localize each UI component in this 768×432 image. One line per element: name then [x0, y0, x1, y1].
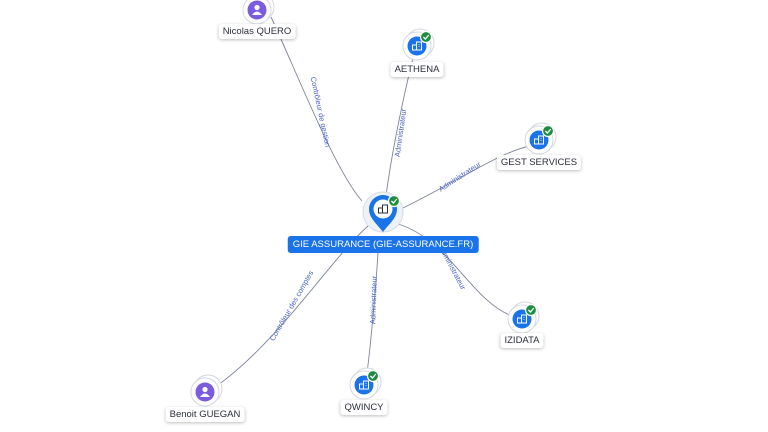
verified-check-icon	[419, 30, 433, 44]
company-icon	[412, 41, 422, 51]
node-aethena[interactable]	[402, 28, 435, 61]
company-icon	[517, 314, 527, 324]
center-node[interactable]	[362, 191, 404, 233]
person-icon	[200, 386, 210, 397]
verified-check-icon	[541, 124, 555, 138]
edge-label-aethena: Administrateur	[393, 108, 409, 158]
node-label-qwincy[interactable]: QWINCY	[340, 400, 388, 415]
node-label-gest[interactable]: GEST SERVICES	[496, 155, 582, 170]
verified-check-icon	[524, 303, 538, 317]
edge-nicolas	[270, 16, 363, 202]
edge-izidata	[397, 223, 513, 317]
edge-qwincy	[366, 252, 379, 374]
verified-check-icon	[366, 369, 380, 383]
node-qwincy[interactable]	[349, 367, 382, 400]
verified-check-icon	[387, 194, 401, 208]
edge-label-gest: Administrateur	[437, 159, 483, 193]
company-icon	[359, 380, 369, 390]
edge-label-qwincy: Administrateur	[368, 275, 379, 324]
company-icon	[378, 204, 388, 214]
person-icon	[252, 4, 262, 15]
node-label-benoit[interactable]: Benoit GUEGAN	[165, 407, 245, 422]
company-icon	[534, 135, 544, 145]
node-gest[interactable]	[524, 122, 557, 155]
edge-gest	[400, 145, 531, 210]
node-izidata[interactable]	[507, 301, 540, 334]
node-label-nicolas[interactable]: Nicolas QUERO	[218, 24, 296, 39]
node-benoit[interactable]	[190, 374, 223, 407]
edge-label-nicolas: Contrôleur de gestion	[309, 76, 333, 148]
edge-label-benoit: Contrôleur des comptes	[268, 269, 316, 343]
node-label-izidata[interactable]: IZIDATA	[500, 333, 544, 348]
node-label-aethena[interactable]: AETHENA	[390, 62, 444, 77]
center-node-label[interactable]: GIE ASSURANCE (GIE-ASSURANCE.FR)	[287, 236, 479, 253]
node-nicolas[interactable]	[242, 0, 275, 25]
